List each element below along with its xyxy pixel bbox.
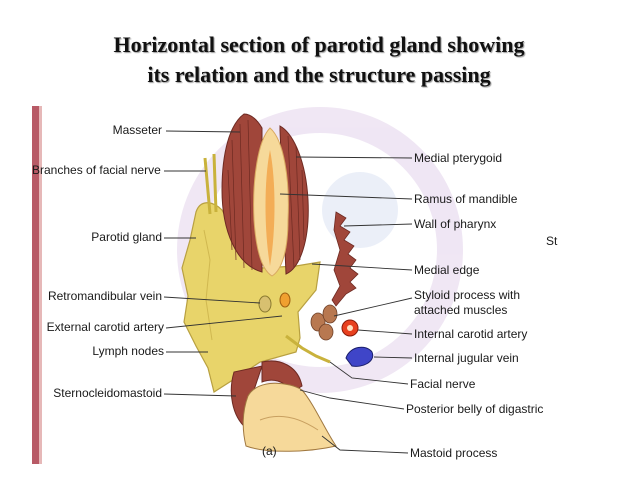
figure-label: (a) [262, 444, 277, 458]
parotid-gland [181, 202, 321, 393]
label-internal-carotid: Internal carotid artery [414, 327, 528, 341]
facial-nerve [285, 334, 331, 364]
styloid-muscles [310, 304, 338, 341]
pharynx-wall [331, 211, 359, 307]
side-text: St [546, 234, 558, 248]
title-line-1: Horizontal section of parotid gland show… [113, 32, 525, 57]
anatomy-figure: Masseter Branches of facial nerve Paroti… [0, 100, 638, 479]
label-medial-edge: Medial edge [414, 263, 480, 277]
title-line-2: its relation and the structure passing [147, 62, 491, 87]
label-sternocleidomastoid: Sternocleidomastoid [53, 386, 162, 400]
label-parotid-gland: Parotid gland [91, 230, 162, 244]
external-carotid-artery [279, 292, 291, 308]
anatomy-diagram [32, 106, 463, 464]
facial-nerve-branches [203, 153, 218, 215]
label-wall-pharynx: Wall of pharynx [414, 217, 497, 231]
label-styloid-1: Styloid process with [414, 288, 521, 302]
label-styloid-2: attached muscles [414, 303, 508, 317]
page-edge [32, 106, 39, 464]
label-retromandibular-vein: Retromandibular vein [47, 289, 162, 303]
label-mastoid: Mastoid process [410, 446, 498, 460]
label-branches-facial-nerve: Branches of facial nerve [32, 163, 161, 177]
label-digastric: Posterior belly of digastric [406, 402, 544, 416]
label-lymph-nodes: Lymph nodes [92, 344, 164, 358]
leader-lines [163, 130, 413, 454]
label-medial-pterygoid: Medial pterygoid [414, 151, 503, 165]
internal-jugular-vein [345, 346, 374, 367]
label-facial-nerve: Facial nerve [410, 377, 476, 391]
label-masseter: Masseter [112, 123, 162, 137]
label-internal-jugular: Internal jugular vein [414, 351, 519, 365]
label-external-carotid: External carotid artery [46, 320, 164, 334]
retromandibular-vein [258, 295, 272, 313]
slide-title: Horizontal section of parotid gland show… [0, 30, 638, 90]
label-ramus-mandible: Ramus of mandible [414, 192, 518, 206]
